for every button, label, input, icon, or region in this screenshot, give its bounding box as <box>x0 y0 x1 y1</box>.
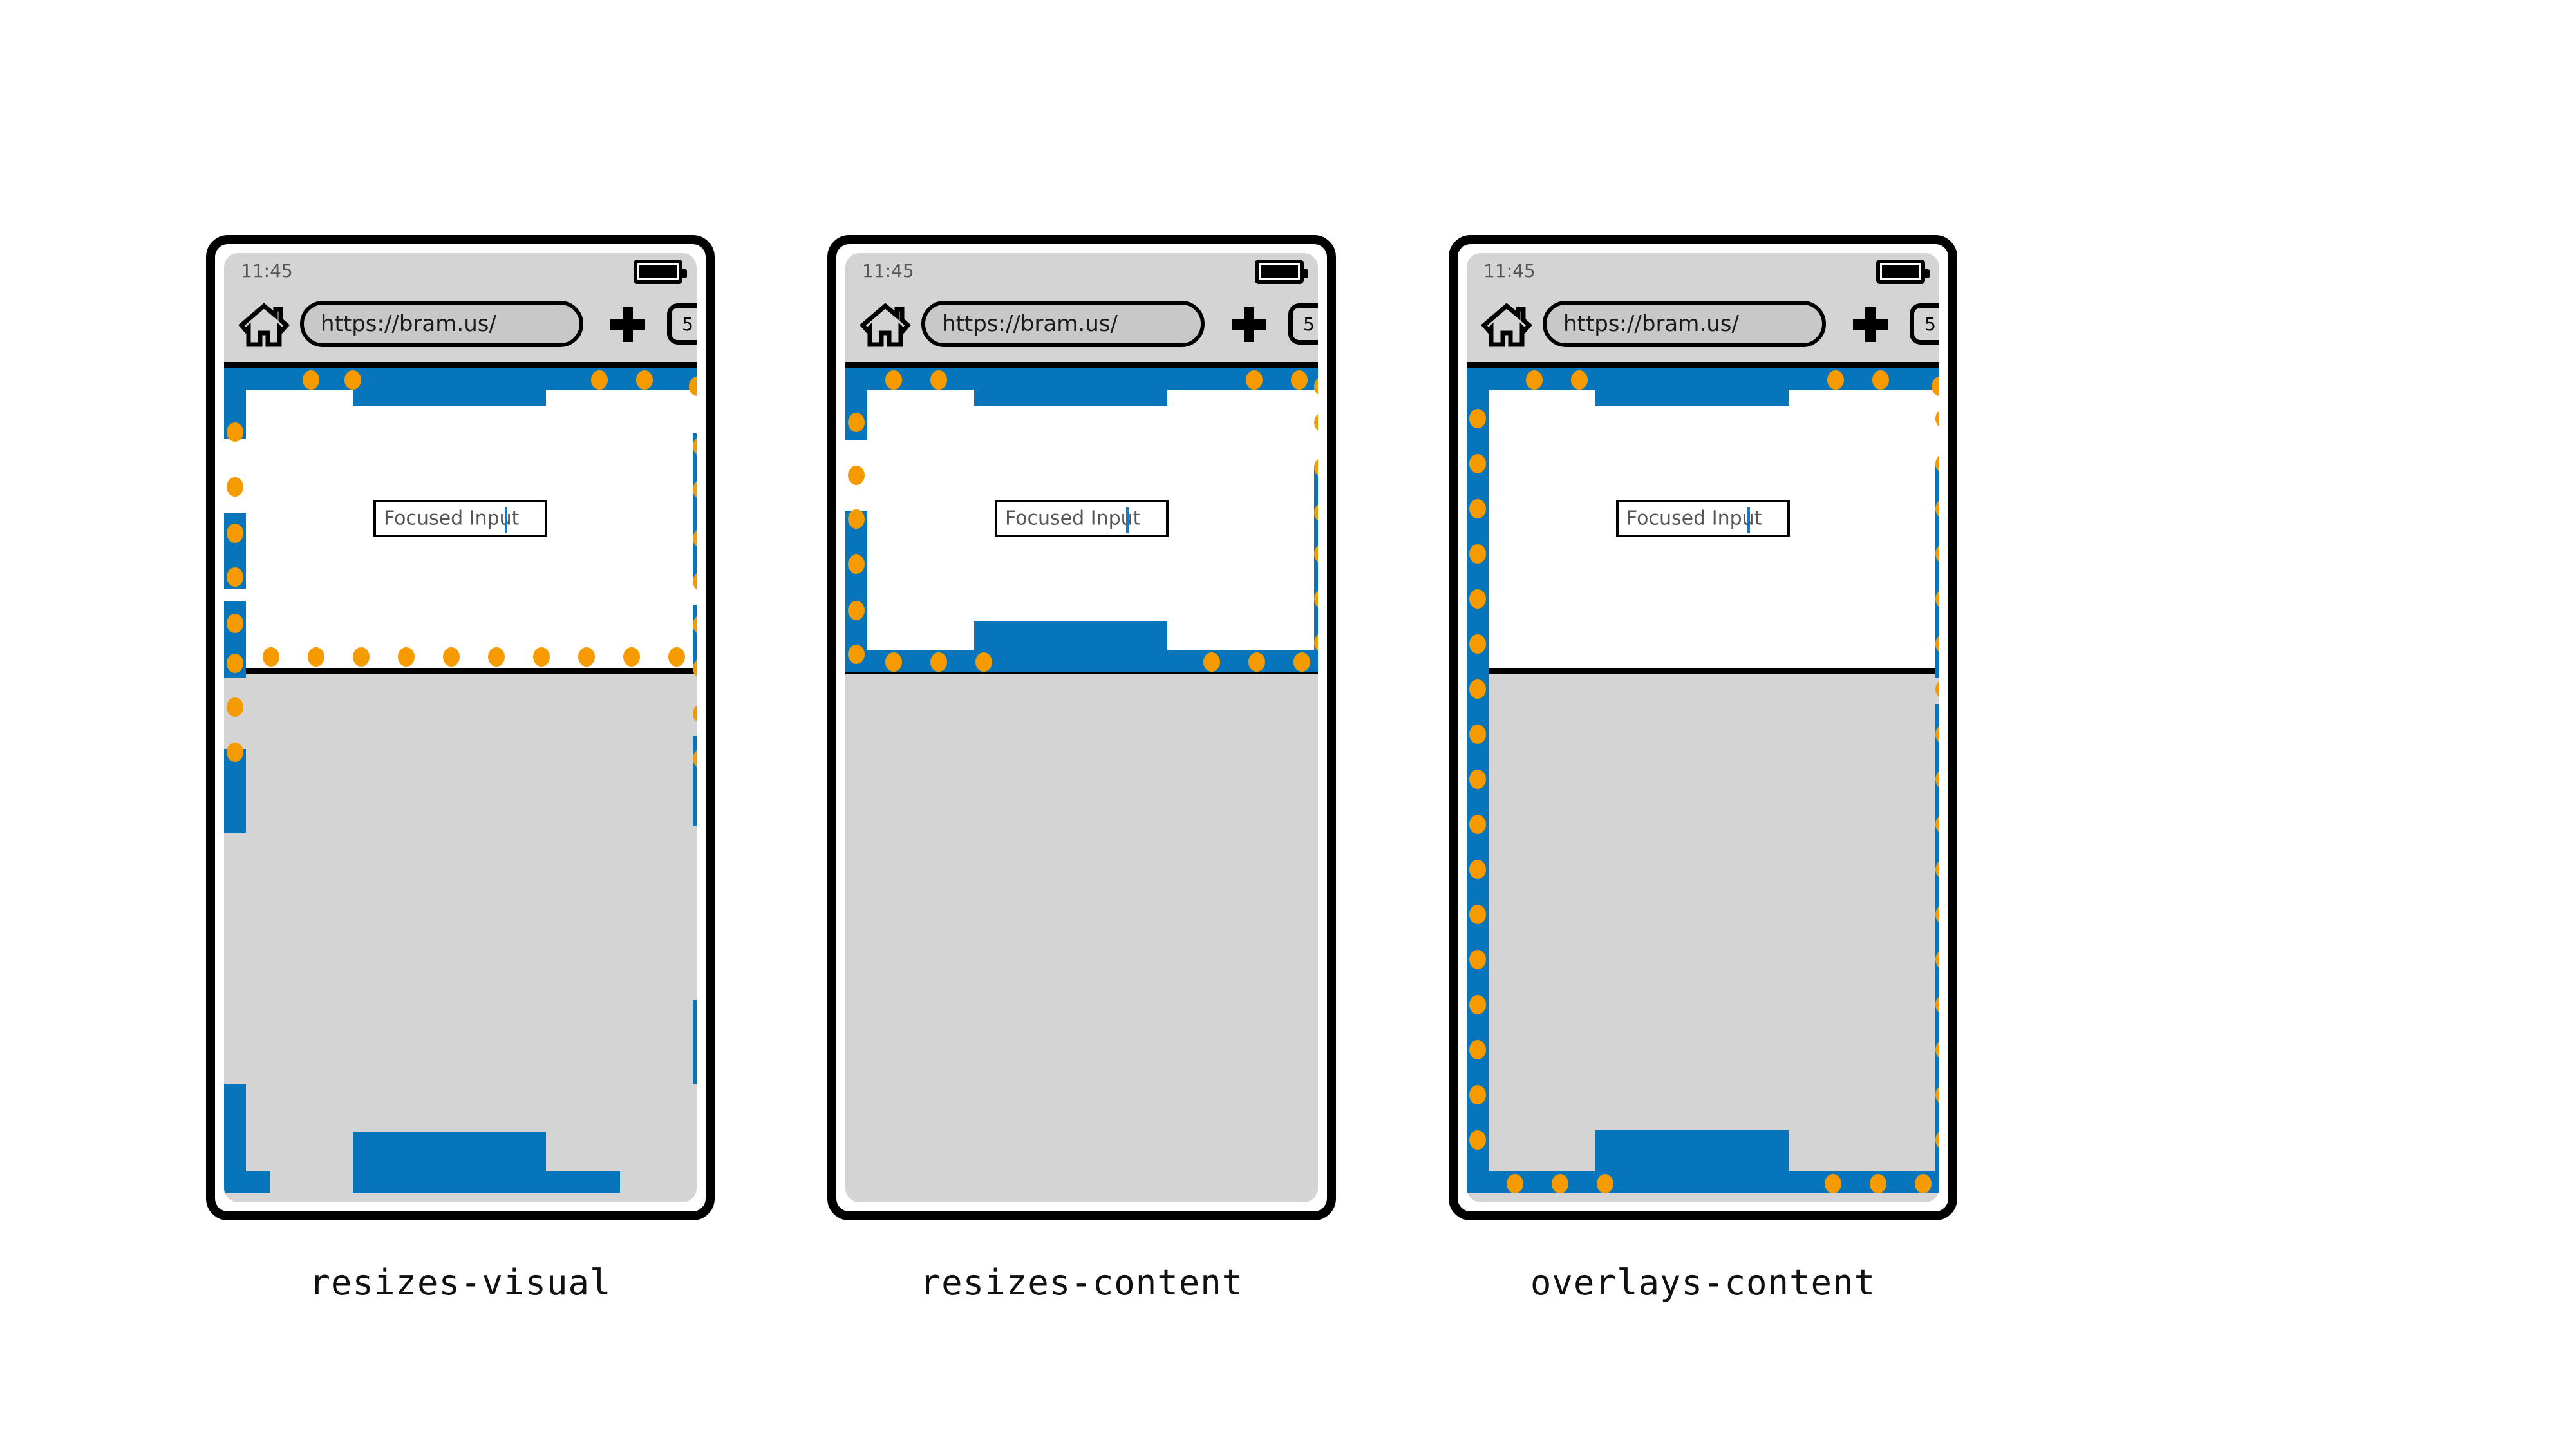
phone-frame: 11:45 https://bram.us/ <box>1449 235 1957 1220</box>
home-icon[interactable] <box>238 298 290 350</box>
focused-input-value: Focused Input <box>1626 507 1762 529</box>
battery-full-icon <box>634 260 687 284</box>
plus-icon[interactable] <box>610 307 645 342</box>
plus-icon[interactable] <box>1853 307 1888 342</box>
phone-screen: 11:45 https://bram.us/ <box>1467 253 1939 1202</box>
url-text: https://bram.us/ <box>1563 311 1739 337</box>
url-text: https://bram.us/ <box>942 311 1118 337</box>
phone-frame: 11:45 https://bram.us/ <box>827 235 1336 1220</box>
url-bar[interactable]: https://bram.us/ <box>1543 301 1826 347</box>
browser-toolbar: https://bram.us/ 5 <box>1467 289 1939 363</box>
focused-input[interactable]: Focused Input <box>373 499 547 537</box>
home-icon[interactable] <box>1481 298 1532 350</box>
on-screen-keyboard[interactable] <box>1467 674 1939 1202</box>
status-bar: 11:45 <box>845 253 1318 289</box>
phone-overlays-content: 11:45 https://bram.us/ <box>1449 235 1957 1220</box>
battery-full-icon <box>1255 260 1308 284</box>
caption-resizes-content: resizes-content <box>919 1262 1244 1303</box>
url-bar[interactable]: https://bram.us/ <box>921 301 1205 347</box>
status-clock: 11:45 <box>1483 260 1536 281</box>
on-screen-keyboard[interactable] <box>224 674 697 1202</box>
tab-count-label: 5 <box>682 313 693 335</box>
browser-chrome: 11:45 https://bram.us/ <box>845 253 1318 368</box>
status-clock: 11:45 <box>862 260 914 281</box>
browser-chrome: 11:45 https://bram.us/ <box>224 253 697 368</box>
battery-full-icon <box>1876 260 1930 284</box>
tab-count-button[interactable]: 5 <box>1910 303 1939 345</box>
caption-resizes-visual: resizes-visual <box>309 1262 612 1303</box>
keyboard-divider <box>224 668 697 674</box>
url-text: https://bram.us/ <box>321 311 496 337</box>
focused-input[interactable]: Focused Input <box>995 499 1169 537</box>
browser-toolbar: https://bram.us/ 5 <box>845 289 1318 363</box>
phone-resizes-visual: 11:45 https://bram.us/ <box>206 235 715 1220</box>
tab-count-button[interactable]: 5 <box>1288 303 1318 345</box>
on-screen-keyboard[interactable] <box>845 674 1318 1202</box>
text-caret <box>505 507 507 533</box>
keyboard-divider <box>845 668 1318 674</box>
phone-frame: 11:45 https://bram.us/ <box>206 235 715 1220</box>
focused-input-value: Focused Input <box>1005 507 1141 529</box>
tab-count-button[interactable]: 5 <box>667 303 697 345</box>
caption-overlays-content: overlays-content <box>1530 1262 1876 1303</box>
plus-icon[interactable] <box>1232 307 1266 342</box>
keyboard-divider <box>1467 668 1939 674</box>
web-content-pane: Focused Input <box>1467 368 1939 668</box>
text-caret <box>1747 507 1750 533</box>
url-bar[interactable]: https://bram.us/ <box>300 301 583 347</box>
status-clock: 11:45 <box>241 260 293 281</box>
tab-count-label: 5 <box>1303 313 1315 335</box>
home-icon[interactable] <box>860 298 911 350</box>
focused-input-value: Focused Input <box>384 507 520 529</box>
phone-screen: 11:45 https://bram.us/ <box>845 253 1318 1202</box>
status-bar: 11:45 <box>1467 253 1939 289</box>
phone-resizes-content: 11:45 https://bram.us/ <box>827 235 1336 1220</box>
text-caret <box>1126 507 1129 533</box>
focused-input[interactable]: Focused Input <box>1616 499 1790 537</box>
tab-count-label: 5 <box>1924 313 1936 335</box>
status-bar: 11:45 <box>224 253 697 289</box>
phone-screen: 11:45 https://bram.us/ <box>224 253 697 1202</box>
web-content-pane: Focused Input <box>224 368 697 668</box>
browser-toolbar: https://bram.us/ 5 <box>224 289 697 363</box>
web-content-pane: Focused Input <box>845 368 1318 668</box>
browser-chrome: 11:45 https://bram.us/ <box>1467 253 1939 368</box>
